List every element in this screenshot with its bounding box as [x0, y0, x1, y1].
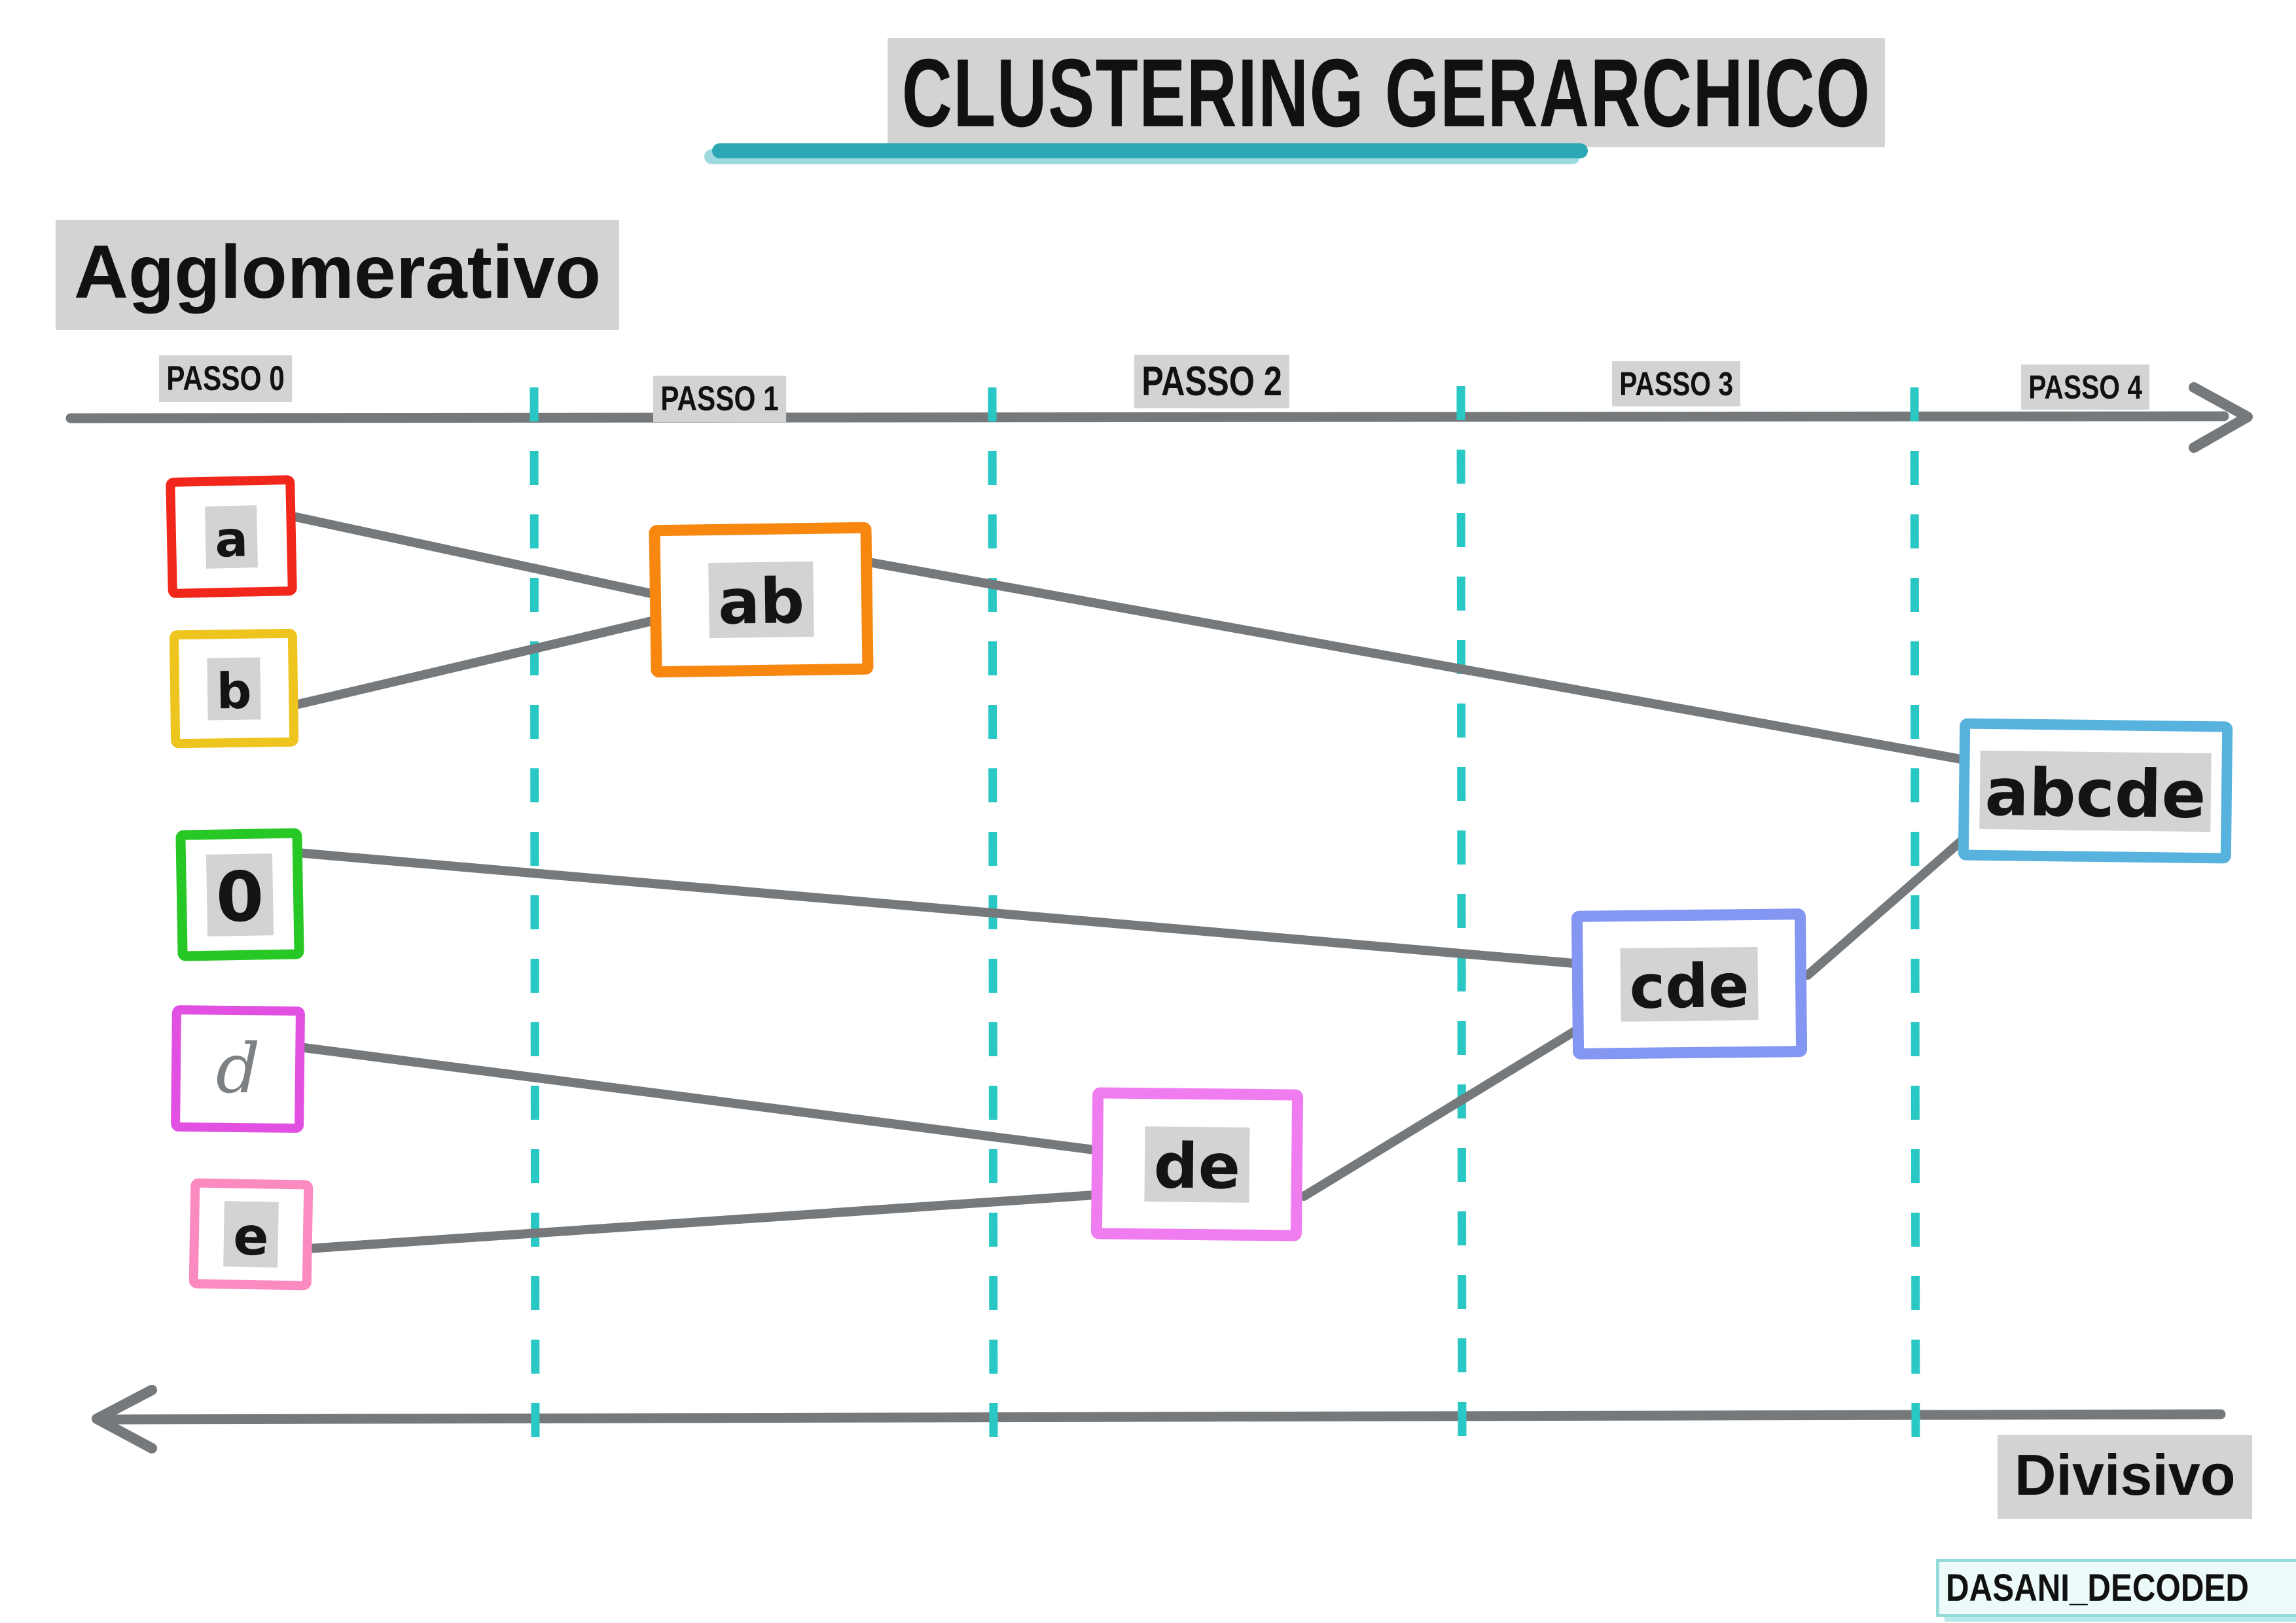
step-divider-3: [1456, 385, 1467, 1452]
step-divider-1: [529, 387, 540, 1448]
timeline-step-3: PASSO 3: [1612, 361, 1772, 406]
cluster-box-e: e: [188, 1178, 314, 1291]
timeline-step-3-label: PASSO 3: [1612, 361, 1741, 406]
step-divider-4: [1910, 387, 1920, 1447]
cluster-label-ab: ab: [708, 561, 814, 639]
cluster-box-cde: cde: [1571, 908, 1808, 1060]
edge-e-de: [303, 1190, 1099, 1253]
cluster-box-d: d: [170, 1005, 306, 1133]
edge-cde-abcde: [1803, 834, 1968, 980]
cluster-label-d: d: [215, 1028, 260, 1109]
agglomerative-label: Agglomerativo: [56, 220, 620, 330]
cluster-label-cde: cde: [1620, 946, 1759, 1022]
step-divider-2: [988, 387, 998, 1450]
timeline-step-2: PASSO 2: [1134, 355, 1328, 408]
watermark-badge: DASANI_DECODED: [1936, 1559, 2296, 1617]
cluster-box-a: a: [166, 474, 297, 599]
title-underline: [712, 143, 1588, 158]
edge-a-ab: [291, 512, 659, 599]
top-timeline-line: [65, 411, 2229, 423]
edge-c0-cde: [293, 848, 1579, 968]
timeline-step-4-label: PASSO 4: [2021, 365, 2150, 410]
cluster-box-ab: ab: [649, 522, 874, 678]
cluster-box-c: 0: [175, 828, 304, 961]
bottom-timeline-line: [103, 1409, 2226, 1425]
cluster-box-de: de: [1090, 1087, 1304, 1241]
watermark-text: DASANI_DECODED: [1946, 1567, 2249, 1609]
cluster-box-b: b: [169, 628, 299, 749]
timeline-step-4: PASSO 4: [2021, 365, 2181, 410]
timeline-step-1: PASSO 1: [653, 376, 819, 422]
title-block: CLUSTERING GERARCHICO: [694, 38, 1886, 148]
cluster-label-c: 0: [206, 853, 274, 937]
edge-d-de: [295, 1043, 1099, 1154]
timeline-step-1-label: PASSO 1: [653, 376, 787, 422]
timeline-step-0: PASSO 0: [159, 355, 325, 402]
edge-ab-abcde: [868, 558, 1965, 764]
divisive-label: Divisivo: [1998, 1435, 2253, 1519]
timeline-step-0-label: PASSO 0: [159, 355, 293, 402]
cluster-label-abcde: abcde: [1979, 750, 2212, 833]
cluster-label-de: de: [1144, 1126, 1250, 1203]
cluster-box-abcde: abcde: [1958, 718, 2233, 864]
arrow-left-icon: [92, 1385, 157, 1454]
edge-de-cde: [1299, 1024, 1583, 1201]
page-title: CLUSTERING GERARCHICO: [888, 38, 1886, 148]
edge-b-ab: [294, 616, 659, 709]
timeline-step-2-label: PASSO 2: [1134, 355, 1290, 408]
arrow-right-icon: [2189, 382, 2253, 453]
cluster-label-b: b: [206, 656, 262, 721]
cluster-label-a: a: [205, 505, 258, 569]
cluster-label-e: e: [223, 1201, 279, 1268]
